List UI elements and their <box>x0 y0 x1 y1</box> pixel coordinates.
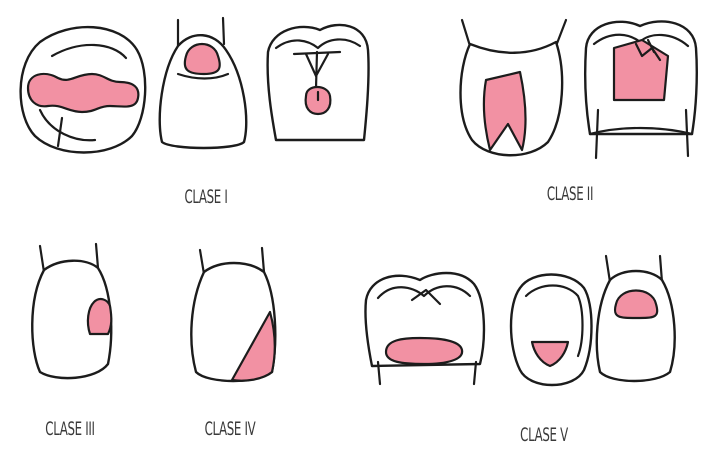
clase-5-label: CLASE V <box>507 424 581 446</box>
clase-1-label: CLASE I <box>169 186 243 208</box>
clase-1-group <box>21 18 369 153</box>
clase-2-group <box>461 20 697 158</box>
clase-1-incisor-cavity <box>185 44 220 74</box>
clase-5-molar <box>365 273 483 384</box>
clase-1-molar-lingual <box>268 25 369 140</box>
clase-4-group <box>191 248 275 381</box>
clase-2-molar <box>585 21 697 158</box>
clase-4-label: CLASE IV <box>193 418 267 440</box>
clase-2-label: CLASE II <box>533 183 607 205</box>
clase-5-group <box>365 256 674 385</box>
clase-3-group <box>32 244 111 378</box>
clase-4-incisor <box>191 248 275 381</box>
clase-5-premolar <box>511 275 592 386</box>
clase-1-molar-occlusal <box>21 27 146 152</box>
clase-2-premolar <box>461 20 567 155</box>
clase-1-incisor <box>160 18 247 148</box>
clase-5-incisor-cervical-cavity <box>615 291 657 319</box>
clase-3-incisor <box>32 244 111 378</box>
clase-5-molar-cervical-cavity <box>386 338 462 364</box>
clase-5-incisor <box>597 256 675 381</box>
clase-3-proximal-cavity <box>88 299 111 334</box>
clase-3-label: CLASE III <box>33 418 107 440</box>
